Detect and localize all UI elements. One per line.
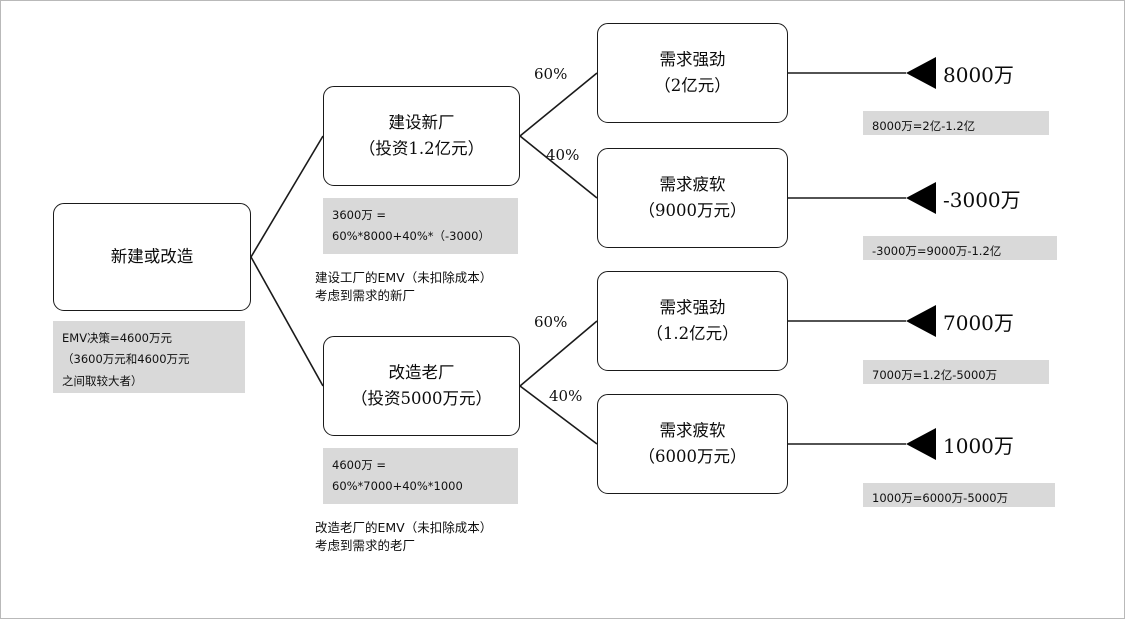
root-node-label: 新建或改造	[110, 247, 194, 267]
payoff-marker-icon-old-weak	[906, 428, 936, 460]
decision-node-new-plant-label: 建设新厂	[388, 113, 455, 133]
outcome-node-old-weak-value: （6000万元）	[638, 447, 747, 466]
decision-node-new-plant-investment: （投资1.2亿元）	[358, 139, 485, 158]
probability-label-old-strong: 60%	[534, 313, 568, 331]
decision-node-renovate-plant-label: 改造老厂	[388, 363, 455, 383]
probability-label-new-strong: 60%	[534, 65, 568, 83]
payoff-value-new-strong: 8000万	[943, 63, 1014, 87]
payoff-value-old-weak: 1000万	[943, 434, 1014, 458]
renovate-plant-emv-box: 4600万 = 60%*7000+40%*1000	[323, 448, 518, 504]
outcome-node-new-weak-label: 需求疲软	[659, 175, 726, 195]
outcome-node-old-strong-label: 需求强劲	[659, 298, 726, 318]
outcome-node-old-strong-value: （1.2亿元）	[646, 324, 739, 343]
payoff-formula-old-weak: 1000万=6000万-5000万	[863, 483, 1055, 507]
payoff-marker-icon-old-strong	[906, 305, 936, 337]
payoff-value-old-strong: 7000万	[943, 311, 1014, 335]
decision-node-renovate-plant-investment: （投资5000万元）	[351, 389, 492, 408]
outcome-node-new-weak[interactable]: 需求疲软 （9000万元）	[597, 148, 788, 248]
root-emv-annotation: EMV决策=4600万元 （3600万元和4600万元 之间取较大者）	[53, 321, 245, 393]
payoff-formula-old-strong: 7000万=1.2亿-5000万	[863, 360, 1049, 384]
outcome-node-old-strong[interactable]: 需求强劲 （1.2亿元）	[597, 271, 788, 371]
outcome-node-old-weak-label: 需求疲软	[659, 421, 726, 441]
payoff-formula-new-strong: 8000万=2亿-1.2亿	[863, 111, 1049, 135]
new-plant-emv-caption: 建设工厂的EMV（未扣除成本） 考虑到需求的新厂	[315, 270, 493, 304]
decision-node-renovate-plant[interactable]: 改造老厂 （投资5000万元）	[323, 336, 520, 436]
renovate-plant-emv-caption: 改造老厂的EMV（未扣除成本） 考虑到需求的老厂	[315, 520, 493, 554]
probability-label-new-weak: 40%	[546, 146, 580, 164]
outcome-node-new-weak-value: （9000万元）	[638, 201, 747, 220]
probability-label-old-weak: 40%	[549, 387, 583, 405]
new-plant-emv-box: 3600万 = 60%*8000+40%*（-3000）	[323, 198, 518, 254]
outcome-node-old-weak[interactable]: 需求疲软 （6000万元）	[597, 394, 788, 494]
payoff-marker-icon-new-strong	[906, 57, 936, 89]
root-node-new-or-renovate[interactable]: 新建或改造	[53, 203, 251, 311]
outcome-node-new-strong-label: 需求强劲	[659, 50, 726, 70]
outcome-node-new-strong-value: （2亿元）	[654, 76, 731, 95]
payoff-value-new-weak: -3000万	[943, 188, 1021, 212]
decision-node-new-plant[interactable]: 建设新厂 （投资1.2亿元）	[323, 86, 520, 186]
payoff-formula-new-weak: -3000万=9000万-1.2亿	[863, 236, 1057, 260]
payoff-marker-icon-new-weak	[906, 182, 936, 214]
outcome-node-new-strong[interactable]: 需求强劲 （2亿元）	[597, 23, 788, 123]
